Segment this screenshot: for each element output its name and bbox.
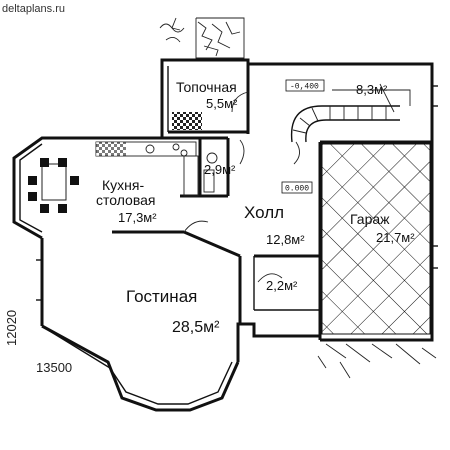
- staircase: [290, 83, 411, 143]
- boiler-floor-tiles: [172, 112, 202, 130]
- interior-walls: [112, 64, 432, 336]
- level-mark-upper: -0,400: [285, 79, 325, 92]
- overall-width-dimension: 13500: [36, 360, 72, 375]
- closet-area: 2,2м²: [266, 278, 298, 293]
- hall-area: 12,8м²: [266, 232, 305, 247]
- garage-area: 21,7м²: [376, 230, 415, 245]
- boiler-room-name: Топочная: [176, 79, 237, 95]
- outer-walls: [12, 58, 434, 412]
- living-room-area: 28,5м²: [172, 319, 220, 336]
- stair-area-area: 8,3м²: [356, 82, 388, 97]
- svg-text:-0,400: -0,400: [290, 83, 319, 92]
- garage-floor-hatch: [321, 143, 431, 335]
- hall-name: Холл: [244, 203, 284, 222]
- boiler-room-area: 5,5м²: [206, 96, 238, 111]
- bathroom-fixtures: [203, 152, 218, 193]
- kitchen-name-line2: столовая: [96, 192, 156, 208]
- dining-table: [41, 163, 67, 201]
- garage-name: Гараж: [350, 211, 390, 227]
- watermark: deltaplans.ru: [2, 3, 65, 15]
- doors: [183, 91, 300, 283]
- kitchen-area: 17,3м²: [118, 210, 157, 225]
- kitchen-name-line1: Кухня-: [102, 177, 144, 193]
- windows: [36, 85, 438, 301]
- porch-top: [159, 17, 245, 59]
- garage-exterior-ground: [317, 343, 437, 379]
- level-mark-hall: 0.000: [281, 181, 313, 194]
- bathroom-area: 2,9м²: [204, 162, 236, 177]
- kitchen-furniture: [28, 141, 199, 213]
- overall-height-dimension: 12020: [4, 310, 19, 346]
- living-room-name: Гостиная: [126, 287, 197, 306]
- svg-text:0.000: 0.000: [285, 185, 309, 194]
